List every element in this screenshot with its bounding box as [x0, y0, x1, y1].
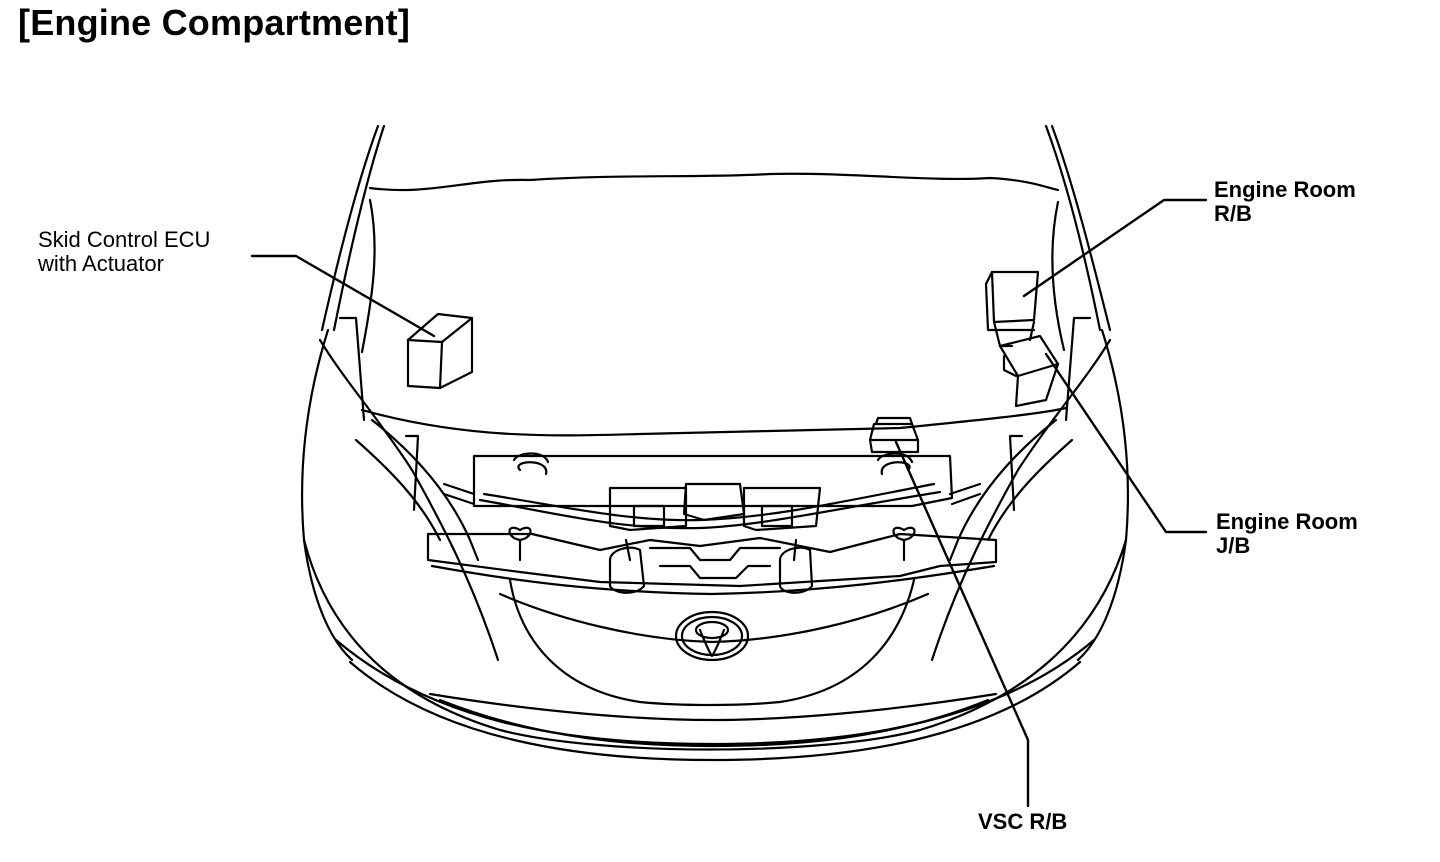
label-engine-room-jb-line2: J/B [1216, 533, 1251, 558]
a-pillar-right [1044, 124, 1112, 332]
cowl-panel [368, 172, 1060, 192]
label-vsc-rb-line1: VSC R/B [978, 809, 1068, 834]
leader-vsc-rb [894, 440, 1030, 808]
label-engine-room-jb-line1: Engine Room [1216, 509, 1358, 534]
leader-skid-ecu [250, 254, 436, 338]
front-center-assembly [508, 526, 916, 594]
label-skid-control-ecu-line1: Skid Control ECU [38, 227, 211, 252]
label-engine-room-rb-line2: R/B [1214, 201, 1252, 226]
grille [498, 578, 930, 707]
label-skid-control-ecu-line2: with Actuator [38, 251, 164, 276]
radiator-support [426, 452, 998, 588]
fender-left [300, 316, 500, 662]
engine-room-rb-box [984, 270, 1040, 348]
label-engine-room-rb-line1: Engine Room [1214, 177, 1356, 202]
fender-right [930, 316, 1130, 662]
leader-engine-room-rb [1022, 198, 1208, 298]
engine-bay-edge [360, 406, 1068, 437]
label-engine-room-rb: Engine Room R/B [1214, 178, 1356, 226]
label-skid-control-ecu: Skid Control ECU with Actuator [38, 228, 210, 276]
skid-control-ecu-box [406, 312, 474, 390]
hood-front-edge [430, 564, 996, 596]
engine-room-jb-box [998, 334, 1060, 408]
diagram-title: [Engine Compartment] [18, 2, 411, 43]
front-bumper [302, 538, 1128, 762]
headlight-right [948, 418, 1074, 562]
label-engine-room-jb: Engine Room J/B [1216, 510, 1358, 558]
label-vsc-rb: VSC R/B [978, 810, 1067, 834]
cowl-edge [360, 198, 376, 354]
headlight-left [354, 418, 480, 562]
leader-engine-room-jb [1044, 352, 1208, 534]
toyota-emblem [674, 610, 750, 662]
a-pillar-left [320, 124, 386, 332]
vsc-rb-box [868, 416, 920, 454]
